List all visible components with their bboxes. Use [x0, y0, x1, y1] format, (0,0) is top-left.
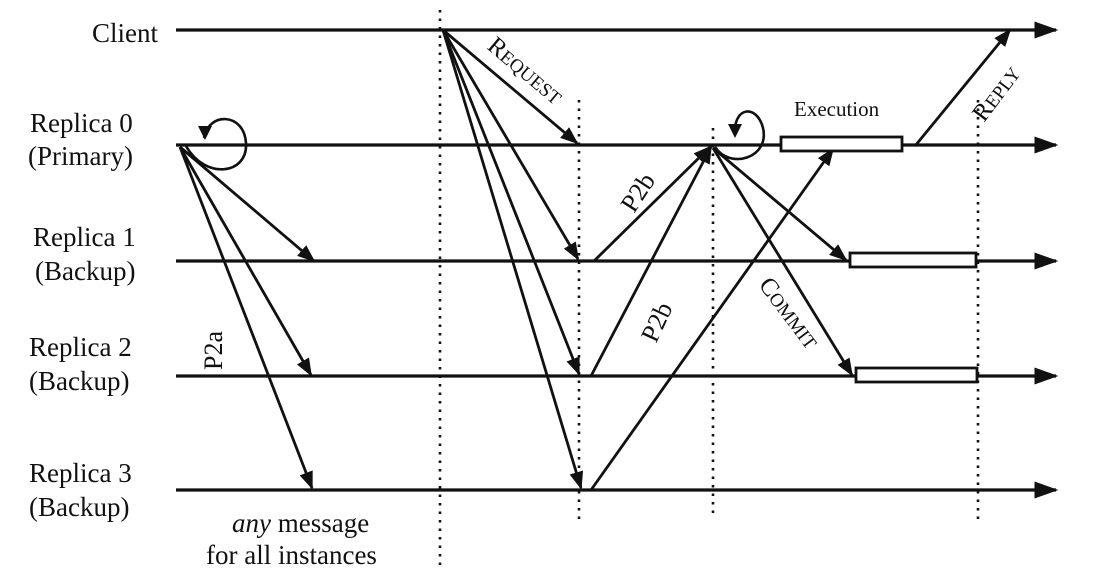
self-loop-commit-arrowhead [728, 124, 742, 138]
footnote-emphasis: any [232, 508, 271, 538]
request-arrow-to-replica-2 [441, 29, 581, 376]
p2b-arrow-from-replica-1 [593, 145, 712, 262]
commit-arrow-to-replica-2 [711, 147, 854, 377]
p2b-arrow-from-replica-2 [589, 145, 713, 377]
self-loop-primary [184, 117, 248, 171]
p2a-arrow-to-replica-1 [179, 145, 316, 263]
label-replica-1-role: (Backup) [35, 256, 136, 286]
label-client: Client [92, 18, 158, 48]
footnote-line-1-rest: message [270, 508, 370, 538]
self-loop-primary-arrowhead [198, 126, 212, 140]
label-replica-0-role: (Primary) [28, 141, 133, 171]
execution-label: Execution [794, 97, 880, 121]
p2b-arrow-from-replica-3 [589, 147, 835, 491]
commit-arrow-to-replica-1 [712, 146, 848, 262]
label-replica-2: Replica 2 [29, 332, 132, 362]
footnote-line-1: any message [232, 510, 369, 537]
p2b-upper-label: P2b [615, 168, 661, 218]
execution-box-replica-2 [854, 366, 979, 384]
p2a-arrow-to-replica-2 [178, 146, 313, 377]
p2a-arrow-to-replica-3 [178, 146, 314, 490]
request-arrow-to-replica-1 [441, 29, 580, 261]
footnote-line-2: for all instances [206, 540, 377, 570]
label-replica-2-role: (Backup) [29, 366, 130, 396]
request-arrow-to-replica-3 [441, 29, 584, 490]
p2b-lower-label: P2b [635, 298, 678, 347]
request-arrow-to-replica-0 [442, 28, 579, 145]
reply-arrow [913, 28, 1012, 147]
label-replica-0: Replica 0 [30, 108, 133, 138]
label-replica-1: Replica 1 [33, 222, 136, 252]
execution-box-replica-0 [779, 135, 904, 153]
label-replica-3-role: (Backup) [29, 492, 130, 522]
p2a-label: P2a [199, 331, 228, 370]
execution-box-replica-1 [848, 251, 978, 269]
label-replica-3: Replica 3 [29, 458, 132, 488]
self-loop-commit [713, 110, 766, 161]
